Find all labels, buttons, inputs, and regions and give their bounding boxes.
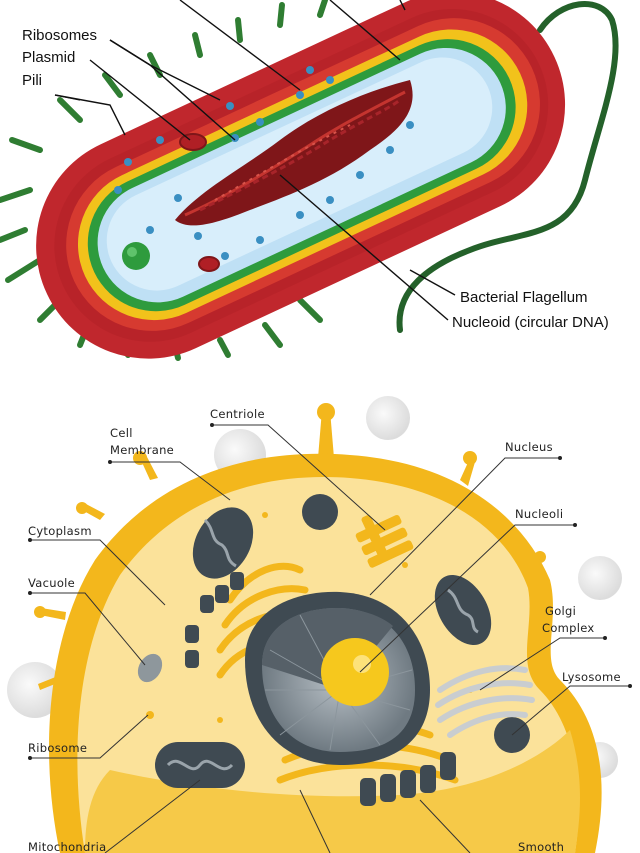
label-golgi-1: Golgi xyxy=(545,604,576,618)
label-cell-membrane-1: Cell xyxy=(110,426,133,440)
mitochondrion-1 xyxy=(192,507,254,579)
label-plasmid: Plasmid xyxy=(22,49,75,66)
bacteria-leader-lines xyxy=(54,0,456,321)
label-lysosome: Lysosome xyxy=(562,670,621,684)
storage-granule xyxy=(122,242,150,270)
golgi-complex xyxy=(435,665,535,738)
label-ribosome: Ribosome xyxy=(28,741,87,755)
label-bacterial-flagellum: Bacterial Flagellum xyxy=(460,289,588,306)
cell-leader-lines xyxy=(30,424,630,853)
label-cell-membrane-2: Membrane xyxy=(110,443,174,457)
label-nucleoli: Nucleoli xyxy=(515,507,563,521)
label-smooth: Smooth xyxy=(518,840,564,853)
bacterium: Ribosomes Plasmid Pili Bacterial Flagell… xyxy=(0,0,619,361)
label-pili: Pili xyxy=(22,72,42,89)
mitochondrion-3 xyxy=(155,742,245,788)
animal-cell: Centriole Cell Membrane Nucleus Nucleoli… xyxy=(7,396,632,853)
plasmid xyxy=(179,133,207,151)
label-centriole: Centriole xyxy=(210,407,265,421)
mitochondrion-2 xyxy=(434,574,492,646)
label-ribosomes: Ribosomes xyxy=(22,27,97,44)
label-vacuole: Vacuole xyxy=(28,576,75,590)
label-mitochondria: Mitochondria xyxy=(28,840,106,853)
label-cytoplasm: Cytoplasm xyxy=(28,524,92,538)
nucleus xyxy=(245,591,430,765)
plasmid-2 xyxy=(198,256,220,272)
centriole xyxy=(355,514,414,568)
label-nucleus: Nucleus xyxy=(505,440,553,454)
leader-dots xyxy=(28,423,632,760)
free-organelles xyxy=(185,572,456,806)
label-nucleoid: Nucleoid (circular DNA) xyxy=(452,314,609,331)
ribosomes xyxy=(114,66,414,260)
nucleolus xyxy=(321,638,389,706)
peroxisome xyxy=(302,494,338,530)
vacuole xyxy=(137,653,163,683)
label-golgi-2: Complex xyxy=(542,621,595,635)
nucleoid xyxy=(175,80,413,226)
lysosome xyxy=(494,717,530,753)
bacterial-flagellum xyxy=(396,1,619,333)
